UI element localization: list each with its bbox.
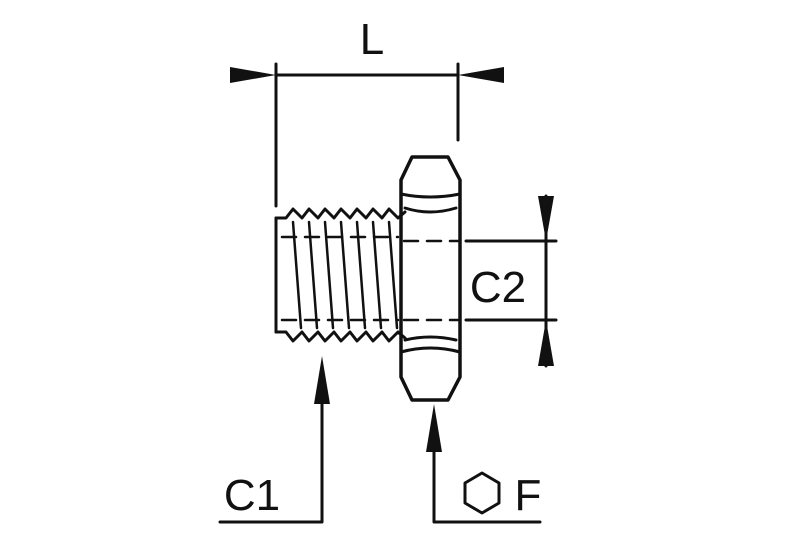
arrow-hex xyxy=(426,404,442,452)
threaded-shank xyxy=(274,207,407,343)
dimension-bore xyxy=(464,194,558,368)
arrow-bore-up xyxy=(538,320,554,366)
leader-line-hex xyxy=(432,418,542,524)
hex-head xyxy=(399,155,462,402)
thread-crest-lines xyxy=(291,220,399,330)
leader-thread xyxy=(218,356,330,524)
hex-head-outline xyxy=(399,155,462,402)
arrow-right xyxy=(458,67,504,83)
label-thread: C1 xyxy=(224,471,280,520)
dimension-length xyxy=(230,62,504,208)
leader-line-thread xyxy=(218,370,324,524)
label-bore: C2 xyxy=(470,263,526,312)
hex-upper-flat xyxy=(399,192,462,214)
label-hex: F xyxy=(515,471,542,520)
hexagon-icon xyxy=(463,471,501,515)
arrow-thread xyxy=(314,356,330,404)
arrow-bore-down xyxy=(538,196,554,241)
thread-bottom-profile xyxy=(274,330,407,343)
arrow-left xyxy=(230,67,276,83)
label-length: L xyxy=(360,15,384,64)
hex-lower-flat xyxy=(399,335,462,354)
thread-top-profile xyxy=(274,207,407,220)
leader-hex xyxy=(426,404,542,524)
